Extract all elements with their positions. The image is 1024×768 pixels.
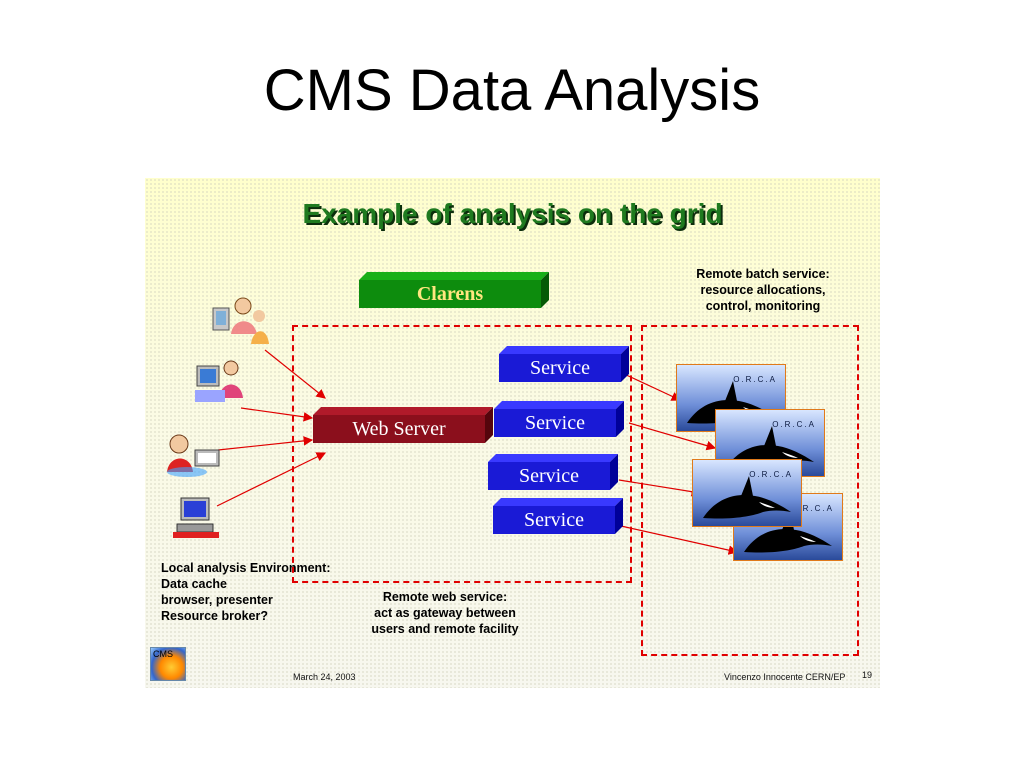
arrow-user4-webserver: [216, 452, 327, 507]
arrow-svc4-orca4: [620, 525, 739, 555]
service-box-1: Service: [499, 346, 629, 382]
orca-whale-icon: [703, 476, 791, 519]
local-env-note: Local analysis Environment: Data cache b…: [161, 560, 331, 624]
remote-batch-note: Remote batch service: resource allocatio…: [683, 266, 843, 314]
orca-label-2: O.R.C.A: [772, 420, 816, 429]
user-at-workstation-icon-1: [209, 294, 269, 355]
computer-terminal-icon: [173, 496, 219, 545]
remote-batch-service-box: [641, 325, 859, 656]
user-on-phone-icon: [165, 432, 223, 483]
arrow-user2-webserver: [240, 407, 314, 422]
clarens-label: Clarens: [416, 282, 484, 305]
orca-image-3: O.R.C.A: [692, 459, 802, 527]
remote-web-note-line-1: Remote web service:: [382, 590, 508, 604]
cms-logo: CMS: [150, 647, 186, 681]
service-box-4: Service: [493, 498, 623, 534]
clarens-box: Clarens: [359, 272, 549, 308]
service-label-3: Service: [519, 464, 579, 487]
remote-web-note-line-2: act as gateway between: [374, 606, 516, 620]
local-env-note-line-4: Resource broker?: [161, 609, 268, 623]
service-label-2: Service: [525, 411, 585, 434]
local-env-note-line-2: Data cache: [161, 577, 228, 591]
arrow-svc3-orca3: [618, 479, 702, 497]
arrow-user1-webserver: [264, 349, 326, 399]
remote-web-note-line-3: users and remote facility: [371, 622, 519, 636]
footer-author: Vincenzo Innocente CERN/EP: [724, 672, 846, 682]
diagram-panel: Example of analysis on the grid Clarens …: [145, 178, 880, 688]
web-server-box: Web Server: [313, 407, 493, 443]
arrow-svc2-orca2: [628, 422, 717, 451]
diagram-heading: Example of analysis on the grid: [302, 198, 723, 229]
remote-batch-note-line-3: control, monitoring: [705, 299, 821, 313]
web-server-label: Web Server: [352, 417, 446, 440]
remote-web-service-box: [292, 325, 632, 583]
footer-date: March 24, 2003: [293, 672, 356, 682]
remote-batch-note-line-2: resource allocations,: [700, 283, 826, 297]
cms-logo-text: CMS: [153, 649, 173, 659]
service-box-3: Service: [488, 454, 618, 490]
user-at-workstation-icon-2: [195, 358, 245, 413]
orca-label-1: O.R.C.A: [733, 375, 777, 384]
orca-label-4: O.R.C.A: [790, 504, 834, 513]
service-label-1: Service: [530, 356, 590, 379]
service-label-4: Service: [524, 508, 584, 531]
arrow-user3-webserver: [217, 436, 314, 451]
local-env-note-line-3: browser, presenter: [161, 593, 273, 607]
orca-label-3: O.R.C.A: [749, 470, 793, 479]
slide-title: CMS Data Analysis: [263, 58, 761, 123]
remote-batch-note-line-1: Remote batch service:: [696, 267, 830, 281]
local-env-note-line-1: Local analysis Environment:: [161, 561, 331, 575]
remote-web-note: Remote web service: act as gateway betwe…: [355, 589, 535, 637]
service-box-2: Service: [494, 401, 624, 437]
footer-page-number: 19: [862, 670, 873, 680]
